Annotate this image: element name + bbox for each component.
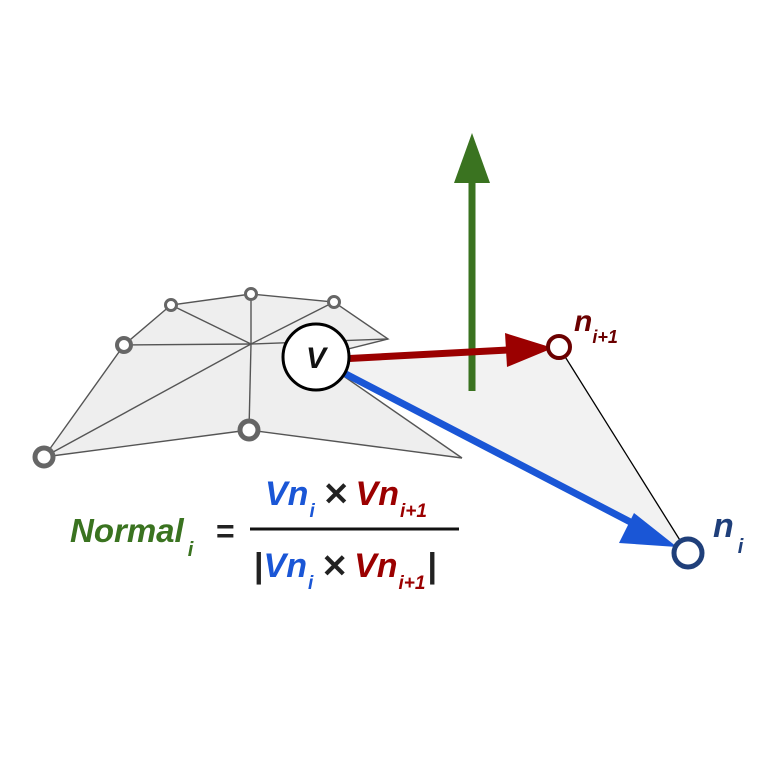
- vertex-point: [237, 418, 261, 442]
- den-close-bar: |: [427, 547, 437, 585]
- n-i-label: ni: [713, 507, 744, 558]
- vn-i1-arrow: [339, 333, 553, 367]
- num-left-base: Vn: [265, 475, 308, 513]
- formula-lhs-base: Normal: [70, 512, 185, 549]
- mesh: [32, 287, 463, 469]
- normal-formula: Normali = Vni✕Vni+1 |Vni✕Vni+1|: [70, 475, 459, 594]
- num-cross-op: ✕: [323, 476, 350, 512]
- n-i-point: [671, 536, 705, 570]
- normal-arrow: [454, 133, 490, 391]
- num-right-sub: i+1: [400, 501, 427, 522]
- formula-lhs: Normali: [70, 512, 194, 561]
- formula-lhs-sub: i: [188, 539, 194, 561]
- n-i1-sub: i+1: [592, 327, 618, 347]
- den-open-bar: |: [254, 547, 264, 585]
- den-left-sub: i: [308, 573, 314, 594]
- vertex-point: [244, 287, 258, 301]
- num-left-sub: i: [309, 501, 315, 522]
- formula-numerator: Vni✕Vni+1: [265, 475, 427, 522]
- vertex-point: [327, 295, 341, 309]
- den-right-base: Vn: [354, 547, 397, 585]
- vn-i-arrow: [338, 367, 677, 547]
- den-cross-op: ✕: [321, 548, 348, 584]
- n-i-base: n: [713, 507, 734, 545]
- n-i-sub: i: [738, 536, 744, 558]
- num-right-base: Vn: [356, 475, 399, 513]
- face-edge: [558, 346, 689, 554]
- den-right-sub: i+1: [399, 573, 426, 594]
- mesh-fill: [44, 294, 462, 458]
- mesh-vertices: [32, 287, 341, 469]
- n-i1-base: n: [574, 305, 592, 338]
- n-i1-label: ni+1: [574, 305, 618, 347]
- vertex-point: [115, 336, 133, 354]
- vn-i-arrow-head: [619, 513, 677, 547]
- center-vertex-label: V: [306, 342, 329, 375]
- normal-arrow-head: [454, 133, 490, 183]
- vertex-point: [32, 445, 56, 469]
- center-vertex: V: [281, 322, 351, 392]
- den-left-base: Vn: [264, 547, 307, 585]
- vn-i1-arrow-head: [505, 333, 553, 367]
- n-i1-point: [546, 334, 572, 360]
- formula-equals: =: [216, 513, 235, 549]
- formula-denominator: |Vni✕Vni+1|: [254, 547, 437, 594]
- vertex-point: [164, 298, 178, 312]
